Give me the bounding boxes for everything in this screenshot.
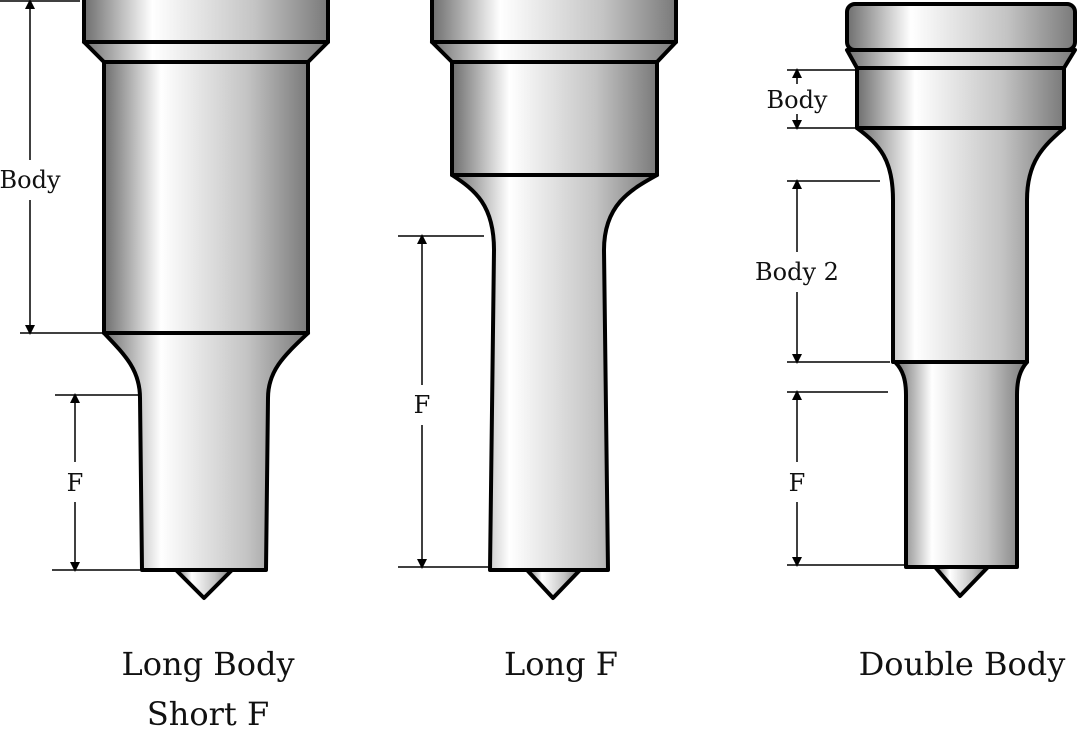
head [82, 0, 330, 44]
dimension-label-f: F [789, 469, 806, 497]
head [845, 2, 1077, 52]
tip [933, 565, 990, 598]
dimension-body: Body [766, 68, 855, 130]
shank [102, 331, 310, 572]
punch-long-body-short-f: Body F Long Body Short F [0, 0, 330, 733]
body-2 [855, 126, 1066, 364]
tip [174, 568, 234, 600]
dimension-label-f: F [414, 391, 431, 419]
body [102, 60, 310, 335]
body [855, 66, 1066, 130]
dimension-body-2: Body 2 [755, 179, 890, 364]
dimension-body: Body [0, 0, 104, 335]
shank [450, 173, 659, 572]
caption-line-1: Long F [504, 645, 618, 683]
shank [893, 360, 1029, 569]
dimension-label-body: Body [766, 86, 827, 114]
dimension-label-body: Body [0, 166, 61, 194]
dimension-label-body-2: Body 2 [755, 258, 839, 286]
dimension-f: F [398, 234, 488, 569]
caption-line-2: Short F [147, 695, 269, 733]
dimension-f: F [787, 390, 905, 567]
dimension-label-f: F [67, 469, 84, 497]
head-chamfer [430, 40, 678, 64]
caption-line-1: Double Body [859, 645, 1066, 683]
dimension-f: F [52, 393, 140, 572]
caption-line-1: Long Body [121, 645, 294, 683]
punch-long-f: F Long F [398, 0, 678, 683]
punch-double-body: Body Body 2 F Double Body [755, 2, 1077, 683]
body [450, 60, 659, 177]
head-chamfer [82, 40, 330, 64]
tip [525, 568, 582, 600]
head [430, 0, 678, 44]
head-chamfer [845, 48, 1077, 70]
